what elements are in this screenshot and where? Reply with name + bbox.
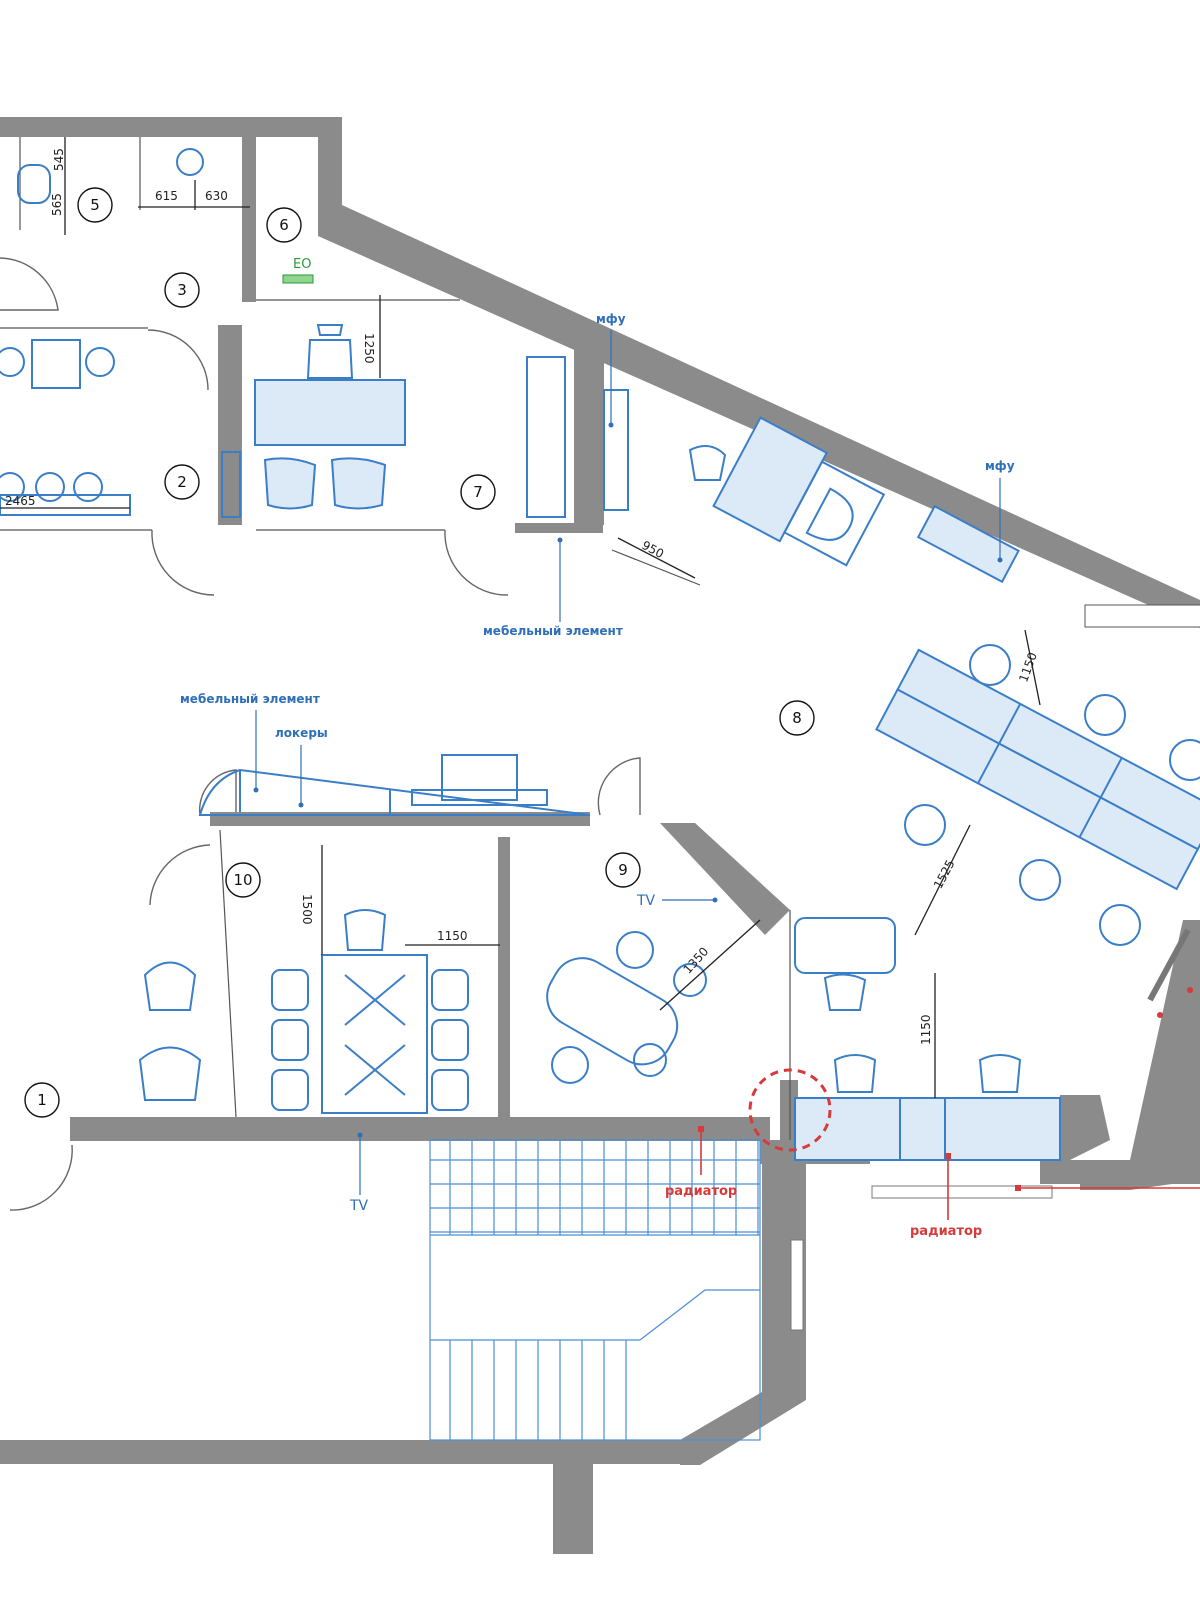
dim-565: 565 — [50, 193, 64, 216]
eo-label: EO — [293, 257, 311, 272]
dim-950: 950 — [639, 538, 666, 561]
wall-mid-horizontal — [70, 1117, 770, 1141]
office-chair — [1099, 904, 1141, 946]
table-room3 — [31, 339, 81, 389]
dim-615: 615 — [155, 189, 178, 203]
washbasin — [176, 148, 204, 176]
meeting-chair — [431, 1069, 469, 1111]
partitions — [0, 137, 791, 1211]
furniture-element-label-top: мебельный элемент — [483, 624, 623, 638]
dim-1250: 1250 — [362, 333, 376, 364]
workstation-row — [794, 1097, 1061, 1161]
meeting-chair — [271, 969, 309, 1011]
dim-1500: 1500 — [300, 894, 314, 925]
meeting-chair — [271, 1019, 309, 1061]
wall-right-lower — [1080, 920, 1200, 1190]
room-labels: 1 2 3 5 6 7 8 9 10 — [24, 187, 815, 1118]
wall-stair-diag — [680, 1370, 806, 1465]
wall-room7-right-foot — [515, 523, 603, 533]
toilet — [17, 164, 51, 204]
armchair-room7-a — [263, 457, 317, 510]
wall-top — [0, 117, 342, 137]
office-chair — [1169, 739, 1200, 781]
tv-label-room10: TV — [349, 1198, 369, 1214]
room-number-9: 9 — [618, 861, 628, 879]
sofa-room8 — [794, 917, 896, 974]
mfu-unit — [916, 504, 1020, 584]
wall-room8-lower-stub — [780, 1080, 798, 1140]
room-number-7: 7 — [473, 483, 483, 501]
meeting-chair — [431, 969, 469, 1011]
wall-room7-right — [574, 330, 604, 525]
furniture-element-label-mid: мебельный элемент — [180, 692, 320, 706]
radiator-label-left: радиатор — [665, 1184, 737, 1199]
meeting-chair — [431, 1019, 469, 1061]
desk-row-b — [875, 688, 1200, 891]
dim-1350: 1350 — [681, 944, 712, 976]
room-number-10: 10 — [233, 871, 252, 889]
pillar-right — [1045, 1095, 1110, 1165]
room-number-8: 8 — [792, 709, 802, 727]
dim-1150-a: 1150 — [1016, 650, 1040, 683]
wall-bottom-stub — [553, 1464, 593, 1554]
staircase — [429, 1139, 761, 1441]
dimension-texts: 615 630 545 565 2465 1250 950 1150 1525 … — [5, 148, 1040, 1045]
wall-room10-room9 — [498, 837, 510, 1117]
windows — [790, 604, 1200, 1331]
wall-room6-left — [242, 137, 256, 302]
tv-label-room9: TV — [636, 893, 656, 909]
mfu-label-right: мфу — [985, 459, 1015, 473]
mfu-label-top: мфу — [596, 312, 626, 326]
lockers-label: локеры — [275, 726, 328, 740]
dimension-lines — [0, 137, 1041, 1098]
furniture — [0, 148, 1200, 1161]
annotations: EO мфу мфу мебельный элемент мебельный э… — [180, 257, 1200, 1239]
dim-2465: 2465 — [5, 494, 36, 508]
meeting-table — [321, 954, 428, 1114]
wall-bottom — [0, 1440, 700, 1464]
wall-diagonal — [318, 205, 1200, 628]
armchair-room7-b — [330, 457, 387, 510]
radiator-label-right: радиатор — [910, 1224, 982, 1239]
wall-top-right-stub — [318, 117, 342, 212]
round-table-room9 — [546, 957, 679, 1066]
room-number-6: 6 — [279, 216, 289, 234]
dim-1150-c: 1150 — [437, 929, 468, 943]
room-number-5: 5 — [90, 196, 100, 214]
meeting-chair — [271, 1069, 309, 1111]
room-number-2: 2 — [177, 473, 187, 491]
storage-unit — [526, 356, 566, 518]
office-chair — [904, 804, 946, 846]
dim-1150-b: 1150 — [919, 1014, 933, 1045]
dim-1525: 1525 — [931, 858, 958, 892]
walls — [0, 117, 1200, 1554]
office-chair — [969, 644, 1011, 686]
room-number-1: 1 — [37, 1091, 47, 1109]
office-chair — [1019, 859, 1061, 901]
office-chair — [1084, 694, 1126, 736]
dim-630: 630 — [205, 189, 228, 203]
room-number-3: 3 — [177, 281, 187, 299]
wall-mid-right — [1040, 1160, 1200, 1184]
desk-room7 — [254, 379, 406, 446]
dim-545: 545 — [52, 148, 66, 171]
wall-room9-diag — [660, 823, 790, 935]
